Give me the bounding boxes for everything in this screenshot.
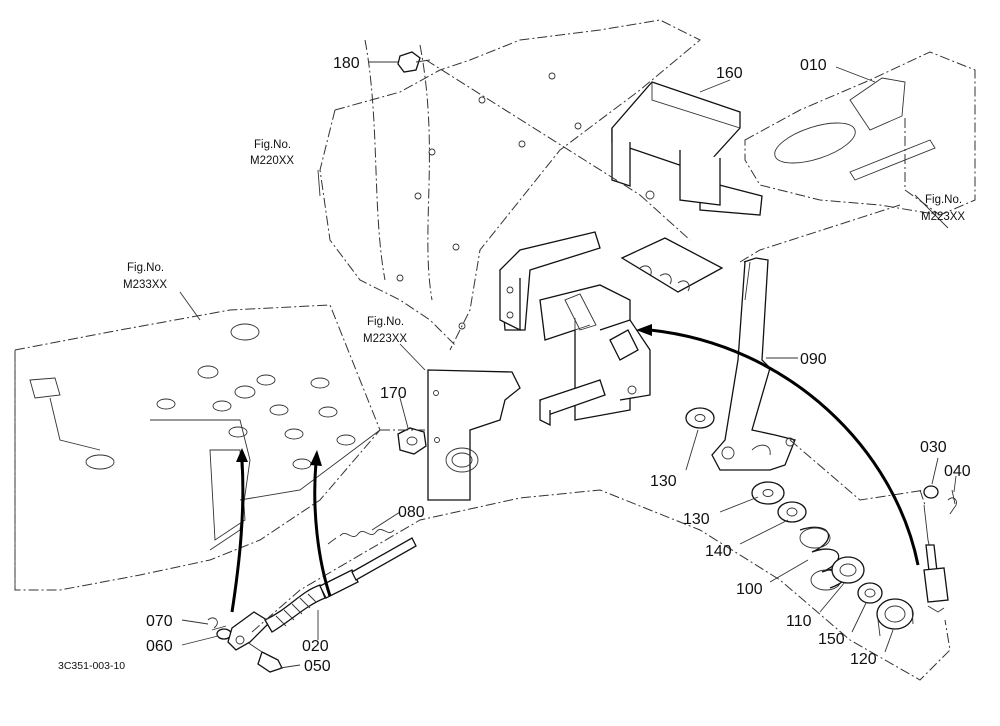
pin-050 [243, 639, 283, 673]
drawing-code: 3C351-003-10 [58, 660, 125, 672]
callout-100: 100 [736, 581, 763, 598]
seat-base-panel [744, 51, 976, 216]
pedal-lever-090 [711, 257, 796, 471]
callout-020: 020 [302, 638, 329, 655]
bracket-160 [611, 81, 763, 216]
fig-ref-prefix-m223-center: Fig.No. [367, 316, 404, 328]
callout-140: 140 [705, 543, 732, 560]
callout-080: 080 [398, 504, 425, 521]
fender-panel-outline [319, 19, 701, 351]
pedal-bracket-assembly [499, 231, 651, 427]
washer-150 [857, 582, 883, 604]
assembly-arrows [230, 324, 920, 613]
fig-ref-m223-right: M223XX [921, 211, 965, 223]
callout-010: 010 [800, 57, 827, 74]
nut-170 [397, 427, 427, 455]
bush-120 [876, 598, 914, 637]
spring-080 [327, 528, 395, 545]
fig-ref-m233: M233XX [123, 279, 167, 291]
callout-040: 040 [944, 463, 971, 480]
washer-140 [777, 501, 807, 523]
callout-030: 030 [920, 439, 947, 456]
callout-180: 180 [333, 55, 360, 72]
callout-120: 120 [850, 651, 877, 668]
callout-130-upper: 130 [650, 473, 677, 490]
callout-160: 160 [716, 65, 743, 82]
bolt-180 [397, 51, 431, 73]
callout-060: 060 [146, 638, 173, 655]
fig-ref-prefix-m220: Fig.No. [254, 139, 291, 151]
washer-130a [685, 407, 715, 429]
callout-050: 050 [304, 658, 331, 675]
callout-170: 170 [380, 385, 407, 402]
pin-030 [923, 485, 939, 499]
callout-150: 150 [818, 631, 845, 648]
fig-ref-m220: M220XX [250, 155, 294, 167]
rod-assembly-020 [227, 537, 417, 651]
fig-ref-prefix-m223-right: Fig.No. [925, 194, 962, 206]
floor-panel-outline [14, 304, 381, 591]
callout-090: 090 [800, 351, 827, 368]
mount-plate [427, 369, 521, 501]
clip-040 [947, 489, 957, 515]
callout-leaders [179, 61, 957, 669]
fig-ref-prefix-m233: Fig.No. [127, 262, 164, 274]
collar-110 [831, 556, 865, 584]
clip-070 [207, 617, 227, 631]
linkage-rod [923, 504, 949, 613]
fig-ref-m223-center: M223XX [363, 333, 407, 345]
leader-lines [251, 59, 951, 681]
callout-110: 110 [786, 613, 812, 630]
callout-130-lower: 130 [683, 511, 710, 528]
washer-130b [751, 481, 785, 505]
callout-070: 070 [146, 613, 173, 630]
shim-plate [620, 237, 724, 293]
